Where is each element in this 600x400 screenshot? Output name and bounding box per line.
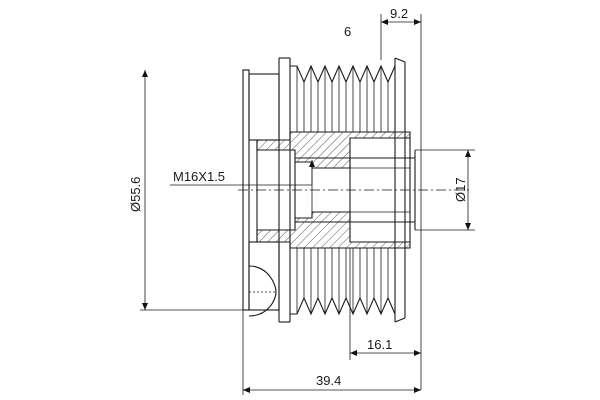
arrow-head [309,160,315,167]
dimension-label-overall-length: 39.4 [316,373,341,388]
arrow-head [381,19,388,25]
arrow-head [414,350,421,356]
thread-insert-upper [294,157,351,169]
arrow-head [465,223,471,230]
left-hub-upper [248,73,280,141]
upper-section-wall [256,131,411,159]
dimension-groove-width: 16.1 [349,248,421,360]
lower-groove-profile [290,296,396,316]
arrow-head [243,387,250,393]
arrow-head [465,150,471,157]
dimension-label-width-top: 9.2 [390,6,408,21]
dimension-groove-pitch: 6 [344,24,351,39]
arrow-head [414,19,421,25]
thread-insert-lower [294,211,351,223]
dimension-label-groove-pitch: 6 [344,24,351,39]
right-rim-top [394,57,406,63]
dimension-width-top: 9.2 [380,6,422,390]
dust-cap [248,265,277,317]
arrow-head [350,350,357,356]
cap-profile [248,265,277,317]
lower-grooves [290,248,396,316]
cross-section [256,131,416,249]
upper-grooves [290,64,396,132]
dimension-outer-diameter: Ø55.6 [128,70,245,311]
arrow-head [142,70,148,77]
arrow-head [142,303,148,310]
arrow-head [414,387,421,393]
dimension-label-thread: M16X1.5 [173,169,225,184]
dimension-overall-length: 39.4 [242,310,421,395]
lower-section-wall [256,221,411,249]
dimension-bore-diameter: Ø17 [415,149,475,231]
upper-groove-profile [290,64,396,84]
dimension-thread: M16X1.5 [170,160,315,186]
dimension-label-bore-diameter: Ø17 [453,177,468,202]
dimension-label-outer-diameter: Ø55.6 [128,177,143,212]
right-rim-bottom [394,317,406,323]
dimension-label-groove-width: 16.1 [367,337,392,352]
